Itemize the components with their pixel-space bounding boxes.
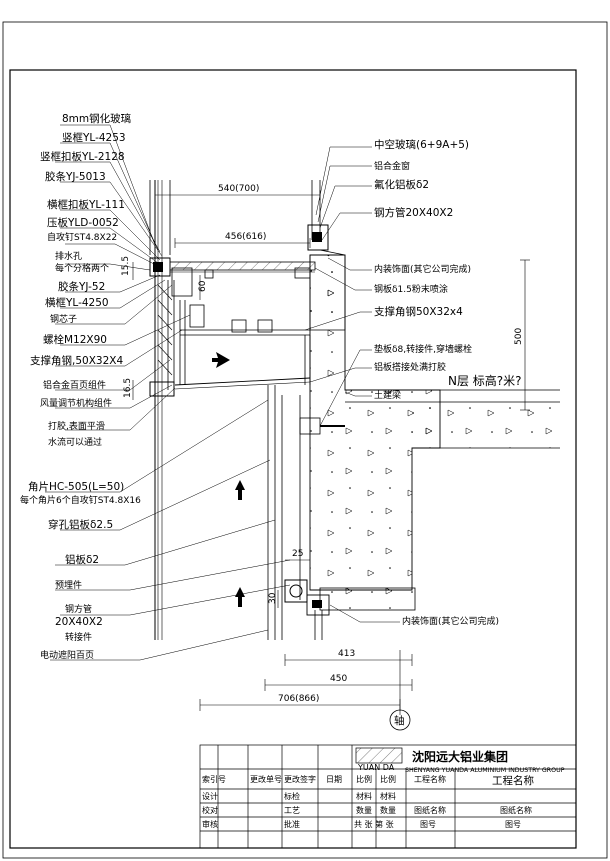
label-pad-plate: 垫板δ8,转接件,穿墙螺栓 bbox=[374, 343, 472, 355]
tb-r0-c0: 索引号 bbox=[202, 774, 226, 784]
tb-r0-c6: 工程名称 bbox=[414, 774, 446, 784]
airflow-arrows bbox=[212, 352, 245, 607]
dim-540: 540(700) bbox=[218, 184, 259, 194]
dimension-text: 540(700) 456(616) 15.5 60 500 16.5 25 30… bbox=[121, 184, 524, 727]
company-logo-text: YUAN DA bbox=[357, 763, 395, 772]
label-mullion: 竖框YL-4253 bbox=[62, 131, 126, 144]
label-interior-finish-top: 内装饰面(其它公司完成) bbox=[374, 263, 471, 275]
tb-r0-c5: 比例 bbox=[380, 774, 396, 784]
tb-r3-c6: 图号 bbox=[420, 820, 436, 829]
leader-lines-left bbox=[45, 124, 291, 661]
dim-413: 413 bbox=[338, 649, 355, 659]
dim-60: 60 bbox=[198, 280, 208, 292]
tb-r3-c2: 批准 bbox=[284, 819, 300, 829]
tb-r1-c4: 材料 bbox=[356, 791, 372, 801]
label-concrete-beam: 土建梁 bbox=[374, 389, 401, 401]
tb-r0-c2: 更改签字 bbox=[284, 774, 316, 784]
label-floor-elevation: N层 标高?米? bbox=[448, 373, 522, 388]
label-screw-st4-8x22: 自攻钉ST4.8X22 bbox=[47, 231, 117, 243]
tb-r2-c4: 数量 bbox=[356, 805, 372, 815]
label-fluoro-panel: 氟化铝板δ2 bbox=[374, 178, 429, 191]
dim-706: 706(866) bbox=[278, 694, 319, 704]
tb-r0-c3: 日期 bbox=[326, 775, 342, 784]
window-frame bbox=[307, 180, 346, 256]
outer-border bbox=[2, 21, 608, 859]
company-name-en: SHENYANG YUANDA ALUMINIUM INDUSTRY GROUP bbox=[405, 767, 565, 774]
left-labels: 8mm钢化玻璃 竖框YL-4253 竖框扣板YL-2128 胶条YJ-5013 … bbox=[20, 112, 141, 661]
tb-r2-c2: 工艺 bbox=[284, 806, 300, 815]
title-block-text: YUAN DA 沈阳远大铝业集团 SHENYANG YUANDA ALUMINI… bbox=[202, 749, 565, 829]
label-sealant-smooth: 打胶,表面平滑 bbox=[48, 420, 105, 432]
dimension-lines bbox=[132, 190, 530, 715]
label-perforated-panel: 穿孔铝板δ2.5 bbox=[48, 518, 113, 531]
label-motorized-louvre: 电动遮阳百页 bbox=[40, 649, 94, 661]
label-clip-screws: 每个角片6个自攻钉ST4.8X16 bbox=[20, 494, 141, 506]
tb-r2-c0: 校对 bbox=[202, 805, 218, 815]
tb-r0-c1: 更改单号 bbox=[250, 774, 282, 784]
label-aluminum-window: 铝合金窗 bbox=[374, 160, 410, 172]
tb-r1-c0: 设计 bbox=[202, 791, 218, 801]
label-steel-tube-right: 钢方管20X40X2 bbox=[374, 206, 453, 219]
tb-r1-c5: 材料 bbox=[380, 791, 396, 801]
label-water-pass: 水流可以通过 bbox=[48, 436, 102, 448]
tb-r1-c2: 标检 bbox=[284, 791, 300, 801]
dim-500: 500 bbox=[514, 328, 524, 345]
label-connector: 转接件 bbox=[65, 631, 92, 643]
right-labels: 中空玻璃(6+9A+5) 铝合金窗 氟化铝板δ2 钢方管20X40X2 内装饰面… bbox=[374, 138, 522, 627]
dim-450: 450 bbox=[330, 674, 347, 684]
label-airflow-mechanism: 风量调节机构组件 bbox=[40, 397, 112, 409]
leader-lines-right bbox=[304, 146, 400, 623]
label-gasket-5013: 胶条YJ-5013 bbox=[45, 170, 106, 183]
tb-project-name: 工程名称 bbox=[492, 774, 534, 787]
label-bolt-m12: 螺栓M12X90 bbox=[43, 333, 107, 346]
label-two-per-panel: 每个分格两个 bbox=[55, 262, 109, 274]
curtain-wall-mullion bbox=[149, 180, 175, 640]
label-insulated-glass: 中空玻璃(6+9A+5) bbox=[374, 138, 469, 151]
label-glass-8mm: 8mm钢化玻璃 bbox=[62, 112, 131, 125]
dim-30: 30 bbox=[268, 592, 278, 604]
tb-r0-c4: 比例 bbox=[356, 774, 372, 784]
tb-r3-c7: 图号 bbox=[505, 820, 521, 829]
axis-label: 轴 bbox=[394, 714, 405, 727]
label-steel-plate-coating: 钢板δ1.5粉末喷涂 bbox=[374, 283, 448, 295]
sill-assembly bbox=[157, 261, 316, 390]
dim-25: 25 bbox=[292, 549, 303, 559]
tb-r3-c0: 审核 bbox=[202, 819, 218, 829]
company-name: 沈阳远大铝业集团 bbox=[412, 749, 508, 764]
label-steel-tube: 钢方管 bbox=[65, 603, 92, 615]
label-support-angle-right: 支撑角钢50X32x4 bbox=[374, 305, 463, 318]
label-mullion-cover: 竖框扣板YL-2128 bbox=[40, 150, 125, 163]
label-steel-core: 钢芯子 bbox=[50, 313, 77, 325]
label-steel-tube-size: 20X40X2 bbox=[55, 616, 103, 628]
tb-r2-c5: 数量 bbox=[380, 805, 396, 815]
label-gasket-52: 胶条YJ-52 bbox=[58, 280, 105, 293]
label-embedded-part: 预埋件 bbox=[55, 579, 82, 591]
label-transom-cover: 横框扣板YL-111 bbox=[47, 198, 125, 211]
tb-r2-c6: 图纸名称 bbox=[414, 805, 446, 815]
label-lap-sealant: 铝板搭接处满打胶 bbox=[374, 361, 446, 373]
dim-15-5: 15.5 bbox=[121, 256, 131, 276]
concrete-structure bbox=[309, 254, 560, 611]
tb-r3-c4: 共 张 第 张 bbox=[354, 819, 394, 829]
label-pressure-plate: 压板YLD-0052 bbox=[47, 216, 119, 229]
label-aluminum-plate-2: 铝板δ2 bbox=[65, 553, 99, 566]
label-drain-hole: 排水孔 bbox=[55, 250, 82, 262]
label-transom: 横框YL-4250 bbox=[45, 296, 109, 309]
label-angle-clip: 角片HC-505(L=50) bbox=[28, 480, 124, 493]
label-louvre-assembly: 铝合金百页组件 bbox=[43, 379, 106, 391]
axis-bubble bbox=[389, 709, 411, 731]
dim-456: 456(616) bbox=[225, 232, 266, 242]
lower-panels bbox=[267, 385, 345, 640]
dim-16-5: 16.5 bbox=[123, 378, 133, 398]
inner-border bbox=[9, 69, 577, 849]
label-support-angle-left: 支撑角钢,50X32X4 bbox=[30, 354, 123, 367]
label-interior-finish-bottom: 内装饰面(其它公司完成) bbox=[402, 615, 499, 627]
tb-r2-c7: 图纸名称 bbox=[500, 805, 532, 815]
title-block bbox=[199, 744, 577, 849]
